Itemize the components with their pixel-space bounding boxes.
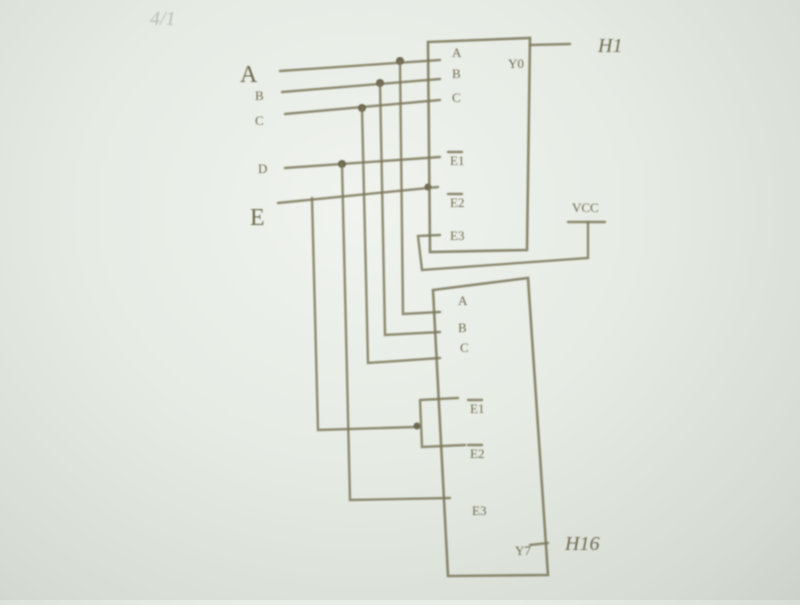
top-pin-b: B xyxy=(452,66,461,81)
bottom-output-pin: Y7 xyxy=(515,543,531,558)
tap-c xyxy=(360,106,442,365)
bottom-output-label: H16 xyxy=(564,533,599,555)
top-output-wire xyxy=(528,42,572,47)
top-pin-e3: E3 xyxy=(450,228,464,243)
top-pin-c: C xyxy=(452,90,461,105)
bottom-pin-e2: E2 xyxy=(470,446,484,461)
tap-d xyxy=(340,162,452,502)
input-label-e: E xyxy=(250,205,265,231)
tap-b xyxy=(378,81,442,337)
e1-e2-tie xyxy=(418,396,467,449)
bottom-pin-c: C xyxy=(460,340,469,355)
input-label-c: C xyxy=(255,113,264,128)
wire-e xyxy=(276,185,440,205)
bottom-pin-a: A xyxy=(458,293,468,308)
top-output-pin: Y0 xyxy=(508,56,524,71)
input-label-b: B xyxy=(255,88,264,103)
bottom-pin-b: B xyxy=(458,320,467,335)
input-label-d: D xyxy=(258,161,267,176)
tap-a xyxy=(398,59,442,316)
top-pin-e1: E1 xyxy=(450,153,464,168)
vcc-label: VCC xyxy=(572,200,599,215)
decoder-bottom-box xyxy=(431,276,550,578)
top-pin-e2: E2 xyxy=(450,195,464,210)
bottom-pin-e1: E1 xyxy=(470,401,484,416)
top-pin-a: A xyxy=(452,45,462,60)
bottom-pin-e3: E3 xyxy=(472,503,486,518)
input-label-a: A xyxy=(240,62,258,88)
top-output-label: H1 xyxy=(597,35,622,57)
wire-a xyxy=(278,58,442,73)
vcc-wire xyxy=(416,220,590,272)
wire-b xyxy=(280,77,442,94)
bottom-output-stub xyxy=(528,541,550,547)
title-scribble: 4/1 xyxy=(150,8,176,30)
tap-e xyxy=(310,196,417,432)
decoder-top-box xyxy=(426,36,532,254)
